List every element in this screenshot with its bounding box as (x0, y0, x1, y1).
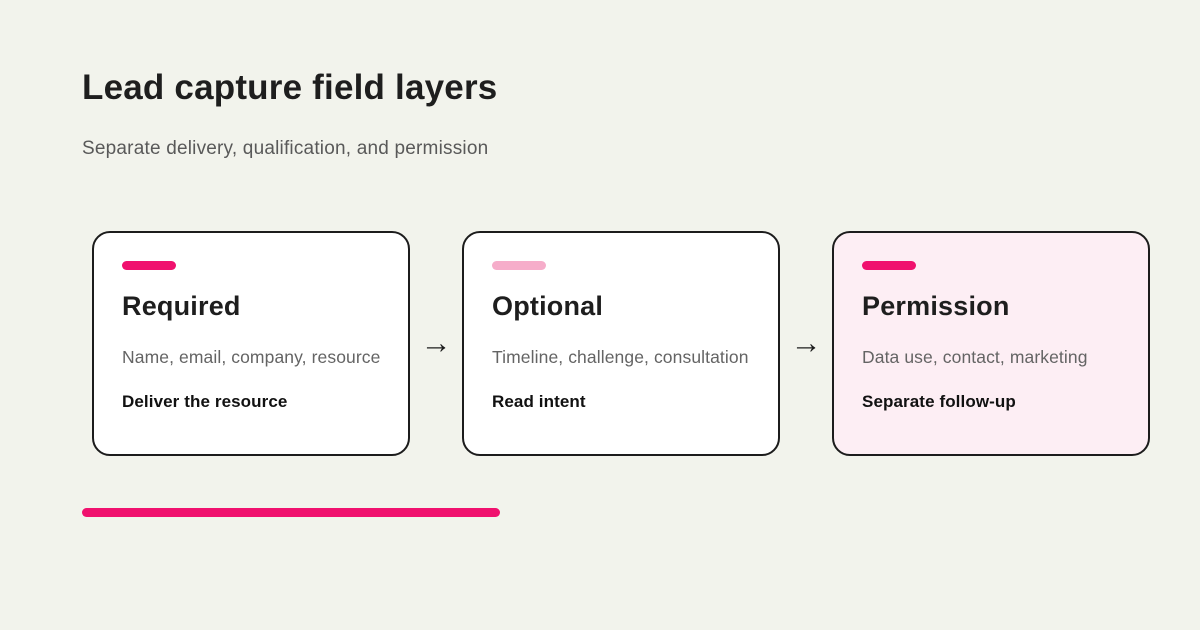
card-title: Permission (862, 291, 1010, 321)
accent-bar-pink (862, 261, 916, 270)
card-fields-text: Data use, contact, marketing (862, 347, 1088, 367)
card-title: Optional (492, 291, 604, 321)
accent-bar-light-pink (492, 261, 546, 270)
flow-diagram: Required Name, email, company, resource … (92, 231, 1150, 456)
card-action-text: Read intent (492, 392, 586, 411)
flow-connector: → (780, 231, 832, 456)
accent-bar-pink (122, 261, 176, 270)
right-arrow-icon: → (420, 325, 452, 360)
card-fields-text: Name, email, company, resource (122, 347, 381, 367)
card-fields-text: Timeline, challenge, consultation (492, 347, 749, 367)
card-required: Required Name, email, company, resource … (92, 231, 410, 456)
card-action-text: Separate follow-up (862, 392, 1016, 411)
card-optional: Optional Timeline, challenge, consultati… (462, 231, 780, 456)
card-permission: Permission Data use, contact, marketing … (832, 231, 1150, 456)
card-action-text: Deliver the resource (122, 392, 288, 411)
page-title: Lead capture field layers (82, 68, 498, 107)
right-arrow-icon: → (790, 325, 822, 360)
card-title: Required (122, 291, 241, 321)
flow-connector: → (410, 231, 462, 456)
page-subtitle: Separate delivery, qualification, and pe… (82, 138, 489, 159)
decorative-underline-bar (82, 508, 500, 517)
